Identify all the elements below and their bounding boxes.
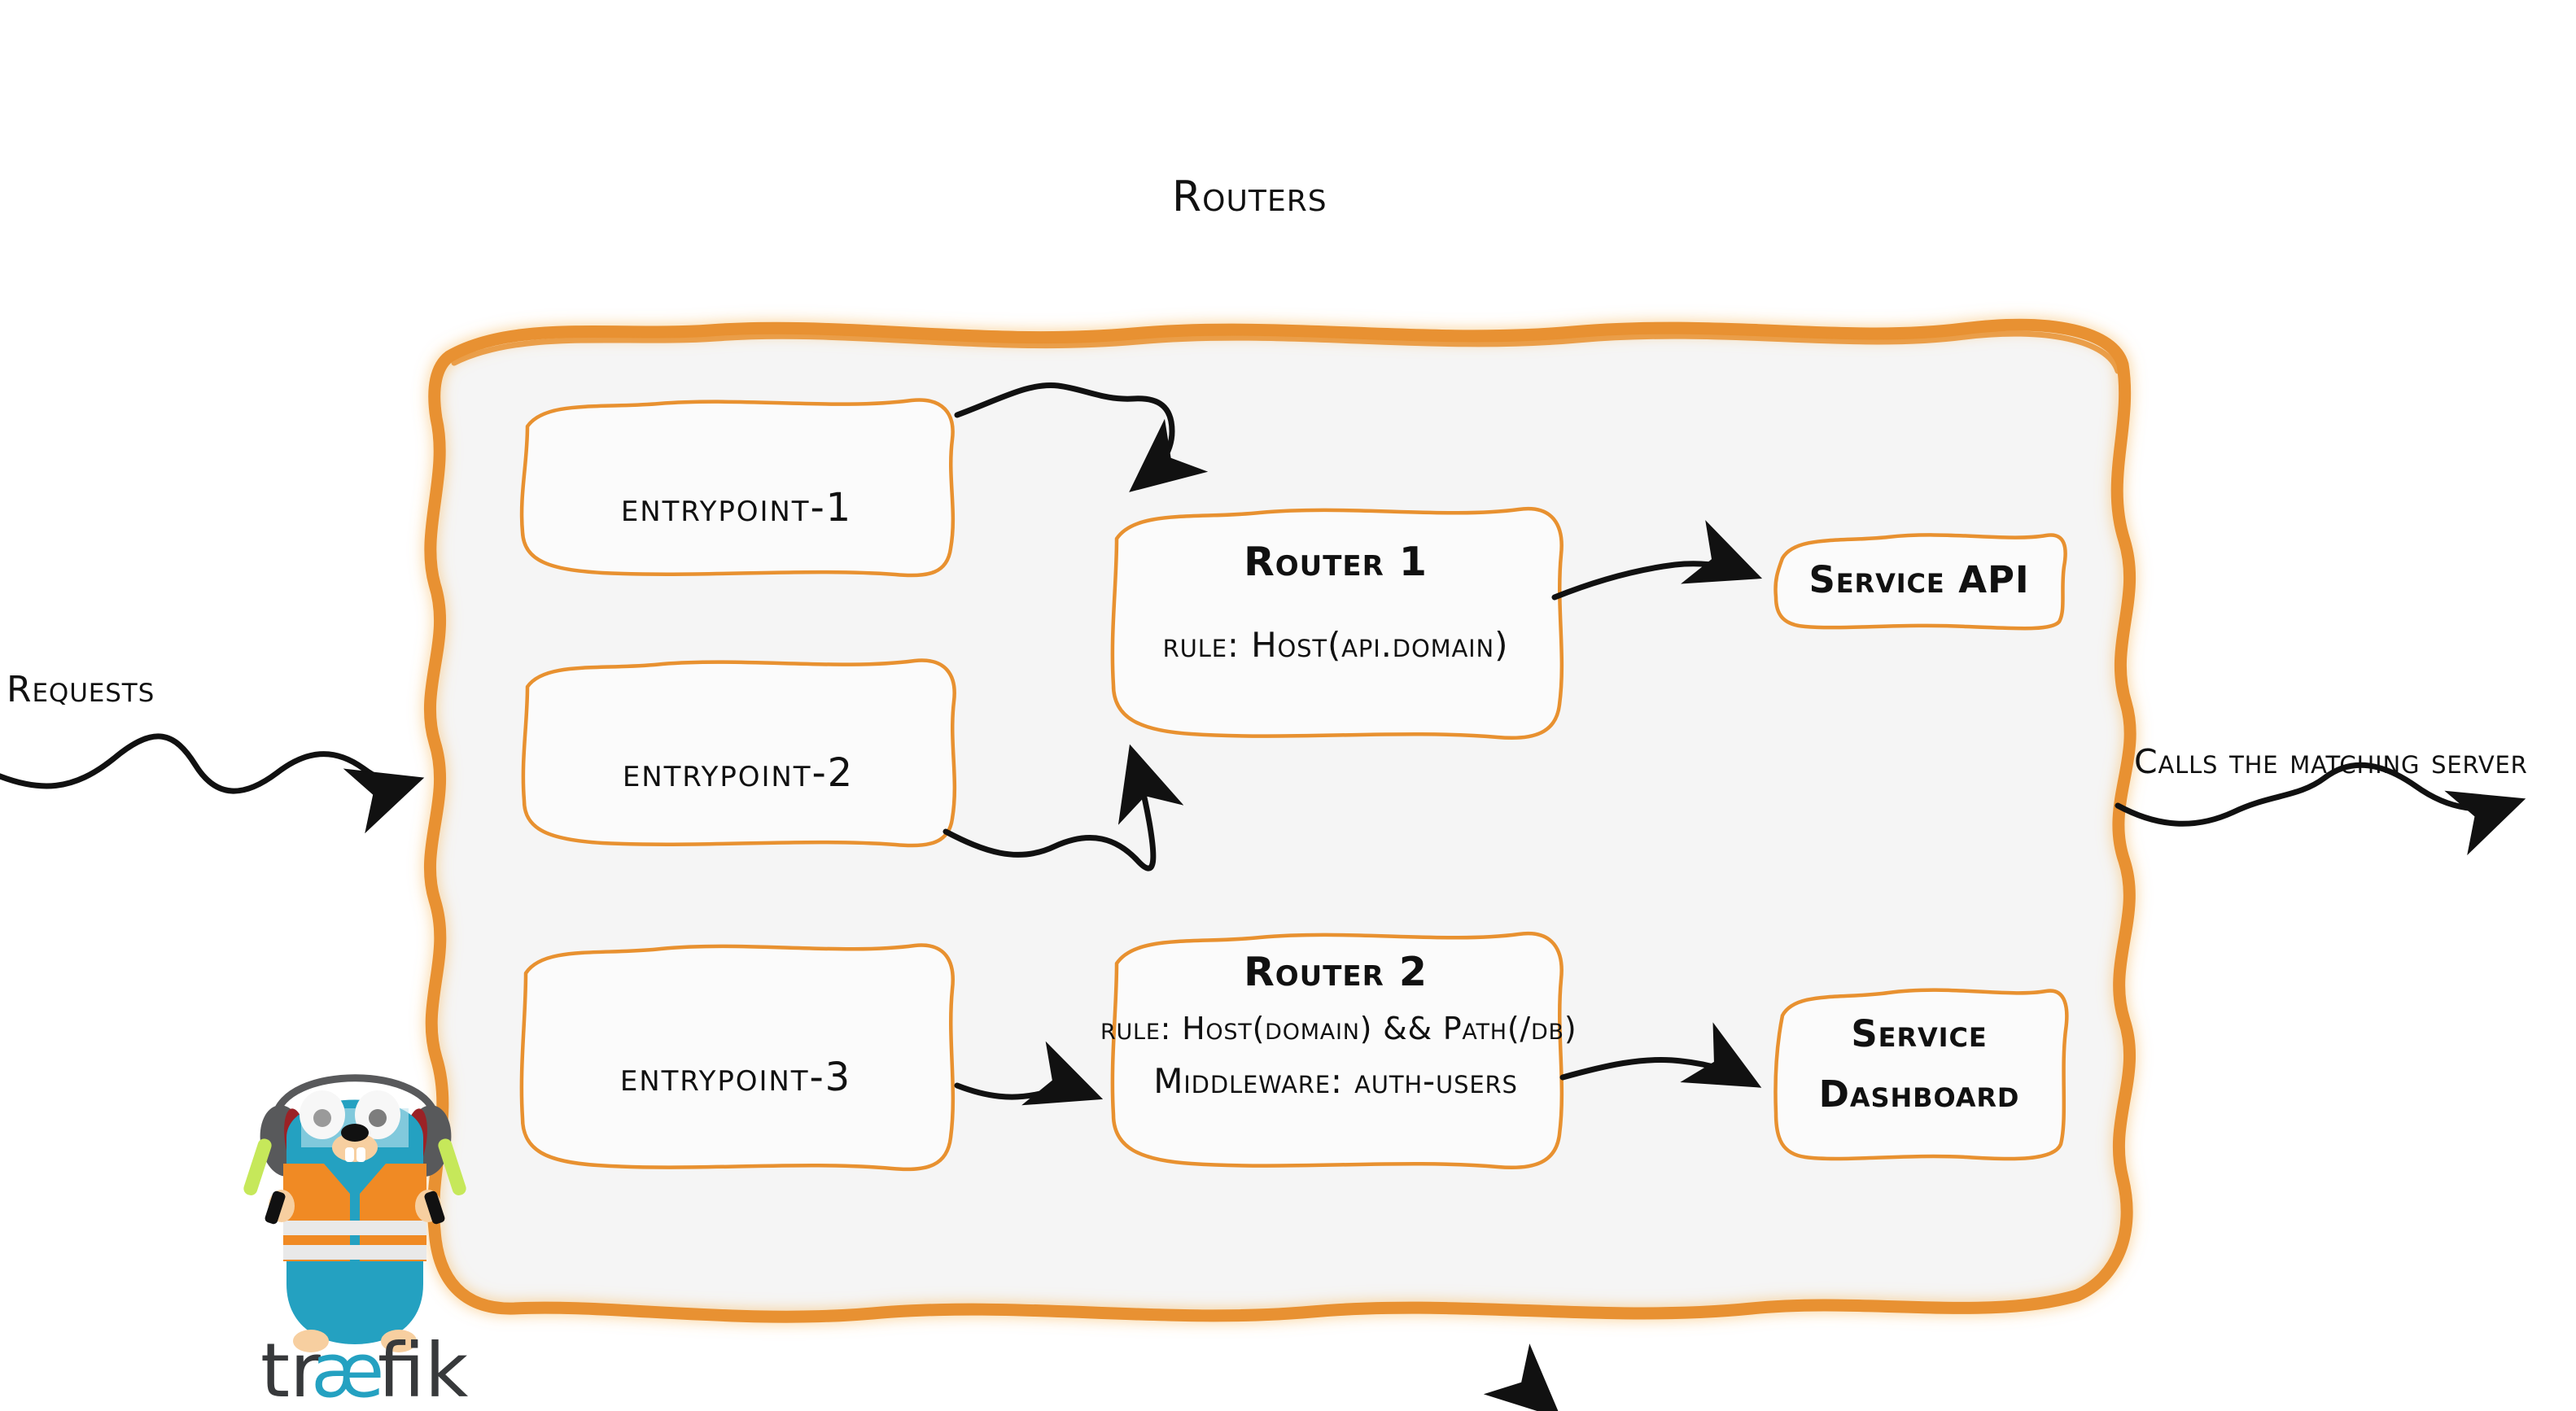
gopher-pupil-right bbox=[369, 1109, 387, 1127]
vest-reflective-band-1 bbox=[283, 1221, 426, 1235]
routers-container-border-sketch bbox=[451, 330, 2121, 374]
gopher-snout bbox=[332, 1133, 378, 1162]
headphone-band-icon bbox=[271, 1074, 440, 1124]
requests-label: Requests bbox=[7, 669, 155, 710]
gopher-nose bbox=[341, 1124, 369, 1142]
entrypoint-3-box[interactable]: entrypoint-3 bbox=[511, 934, 960, 1178]
gopher-foot-left bbox=[293, 1330, 329, 1352]
glow-stick-right-icon bbox=[424, 1138, 466, 1225]
traefik-wordmark-right: fik bbox=[378, 1327, 469, 1411]
routers-container-border bbox=[423, 318, 2136, 1323]
calls-matching-server-label: Calls the matching server bbox=[2134, 742, 2528, 781]
glow-stick-left-icon bbox=[243, 1138, 286, 1225]
entrypoint-2-box[interactable]: entrypoint-2 bbox=[514, 651, 962, 854]
traefik-logo: tr æ fik bbox=[233, 1040, 477, 1411]
arrow-requests-in bbox=[0, 733, 425, 834]
traefik-wordmark-ae: æ bbox=[311, 1327, 384, 1411]
traefik-wordmark-left: tr bbox=[260, 1327, 321, 1411]
gopher-foot-right bbox=[381, 1330, 417, 1352]
entrypoint-1-box[interactable]: entrypoint-1 bbox=[513, 389, 960, 584]
service-dashboard-box[interactable]: Service Dashboard bbox=[1768, 981, 2071, 1167]
router-2-box[interactable]: Router 2 rule: Host(domain) && Path(/db)… bbox=[1100, 921, 1577, 1178]
gopher-tooth-right bbox=[356, 1147, 365, 1162]
page-title: Routers bbox=[1172, 173, 1327, 221]
gopher-tooth-left bbox=[345, 1147, 354, 1162]
router-1-box[interactable]: Router 1 rule: Host(api.domain) bbox=[1100, 496, 1571, 749]
service-api-box[interactable]: Service API bbox=[1768, 527, 2071, 633]
vest-reflective-band-2 bbox=[283, 1245, 426, 1260]
gopher-pupil-left bbox=[313, 1109, 331, 1127]
